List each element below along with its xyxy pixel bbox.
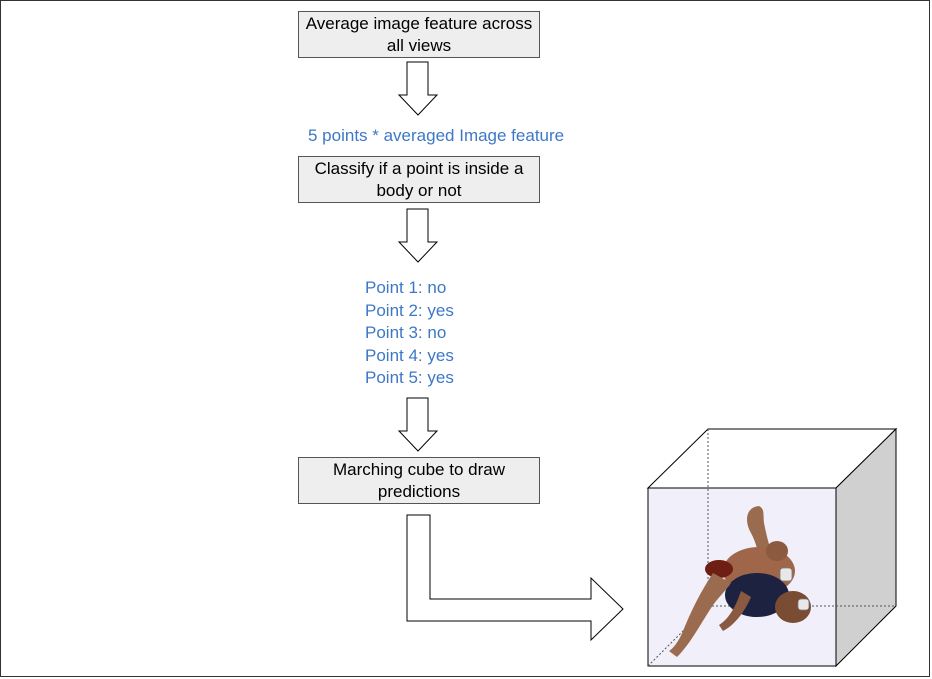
down-arrow-2 — [397, 208, 439, 263]
point-result: Point 1: no — [365, 278, 447, 297]
point-result: Point 3: no — [365, 323, 447, 342]
down-arrow-3 — [397, 397, 439, 452]
step-average-feature-label: Average image feature across all views — [305, 13, 533, 55]
output-cube — [646, 427, 898, 668]
bent-arrow — [406, 514, 624, 642]
step-classify-point-label: Classify if a point is inside a body or … — [314, 158, 524, 200]
step-classify-point: Classify if a point is inside a body or … — [298, 156, 540, 203]
step-average-feature: Average image feature across all views — [298, 11, 540, 58]
down-arrow-1 — [397, 61, 439, 116]
point-result: Point 5: yes — [365, 368, 454, 387]
input-note: 5 points * averaged Image feature — [308, 126, 565, 145]
step-marching-cube-label: Marching cube to draw predictions — [333, 459, 505, 501]
point-results-list: Point 1: no Point 2: yes Point 3: no Poi… — [365, 277, 454, 390]
point-result: Point 2: yes — [365, 300, 454, 320]
human-figure-icon — [669, 506, 811, 657]
point-result: Point 4: yes — [365, 345, 454, 365]
step-marching-cube: Marching cube to draw predictions — [298, 457, 540, 504]
